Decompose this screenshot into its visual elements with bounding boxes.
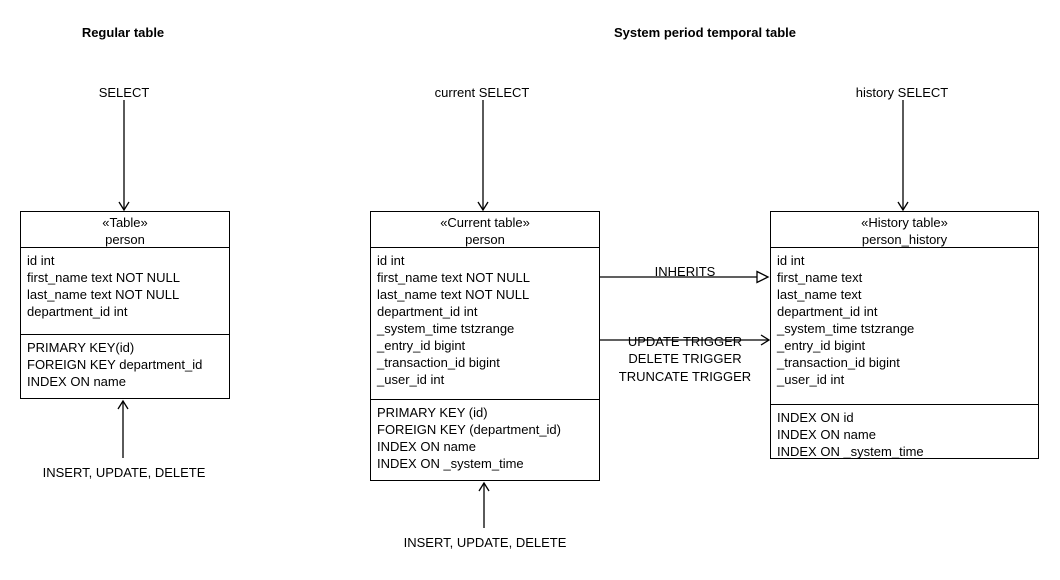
column-row: department_id int [377, 304, 478, 319]
constraint-row: INDEX ON name [777, 427, 876, 442]
current-table-constraints: PRIMARY KEY (id) FOREIGN KEY (department… [371, 399, 599, 477]
current-select-label: current SELECT [434, 85, 530, 100]
history-table-columns: id int first_name text last_name text de… [771, 248, 1038, 404]
column-row: last_name text [777, 287, 862, 302]
current-table-dml-label: INSERT, UPDATE, DELETE [403, 535, 567, 550]
regular-table-stereotype: «Table» [102, 215, 148, 230]
history-select-label: history SELECT [855, 85, 949, 100]
column-row: _entry_id bigint [377, 338, 466, 353]
regular-table-columns: id int first_name text NOT NULL last_nam… [21, 248, 229, 334]
column-row: _system_time tstzrange [377, 321, 515, 336]
constraint-row: INDEX ON id [777, 410, 854, 425]
regular-table-name: person [105, 232, 145, 247]
column-row: id int [27, 253, 55, 268]
select-label: SELECT [98, 85, 150, 100]
column-row: last_name text NOT NULL [27, 287, 180, 302]
column-row: _system_time tstzrange [777, 321, 915, 336]
column-row: _user_id int [377, 372, 445, 387]
column-row: first_name text NOT NULL [377, 270, 530, 285]
regular-table-header: «Table» person [21, 212, 229, 248]
column-row: _transaction_id bigint [777, 355, 900, 370]
column-row: id int [377, 253, 405, 268]
inherits-label: INHERITS [654, 264, 716, 279]
constraint-row: INDEX ON _system_time [777, 444, 924, 459]
current-table-name: person [465, 232, 505, 247]
column-row: _user_id int [777, 372, 845, 387]
constraint-row: FOREIGN KEY (department_id) [377, 422, 561, 437]
heading-system-period-temporal-table: System period temporal table [613, 25, 797, 40]
regular-table-box: «Table» person id int first_name text NO… [20, 211, 230, 399]
current-table-stereotype: «Current table» [440, 215, 530, 230]
column-row: _transaction_id bigint [377, 355, 500, 370]
current-table-columns: id int first_name text NOT NULL last_nam… [371, 248, 599, 399]
column-row: department_id int [27, 304, 128, 319]
update-trigger-label: UPDATE TRIGGER [627, 334, 743, 349]
column-row: first_name text [777, 270, 863, 285]
constraint-row: PRIMARY KEY(id) [27, 340, 135, 355]
constraint-row: INDEX ON name [27, 374, 126, 389]
column-row: department_id int [777, 304, 878, 319]
column-row: first_name text NOT NULL [27, 270, 180, 285]
history-table-header: «History table» person_history [771, 212, 1038, 248]
history-table-box: «History table» person_history id int fi… [770, 211, 1039, 459]
constraint-row: PRIMARY KEY (id) [377, 405, 488, 420]
history-table-name: person_history [861, 232, 948, 247]
regular-table-dml-label: INSERT, UPDATE, DELETE [42, 465, 206, 480]
column-row: id int [777, 253, 805, 268]
history-table-stereotype: «History table» [861, 215, 948, 230]
delete-trigger-label: DELETE TRIGGER [628, 351, 742, 366]
regular-table-constraints: PRIMARY KEY(id) FOREIGN KEY department_i… [21, 334, 229, 395]
current-table-header: «Current table» person [371, 212, 599, 248]
heading-regular-table: Regular table [81, 25, 165, 40]
history-table-constraints: INDEX ON id INDEX ON name INDEX ON _syst… [771, 404, 1038, 465]
truncate-trigger-label: TRUNCATE TRIGGER [618, 369, 752, 384]
constraint-row: FOREIGN KEY department_id [27, 357, 203, 372]
column-row: last_name text NOT NULL [377, 287, 530, 302]
constraint-row: INDEX ON _system_time [377, 456, 524, 471]
column-row: _entry_id bigint [777, 338, 866, 353]
current-table-box: «Current table» person id int first_name… [370, 211, 600, 481]
constraint-row: INDEX ON name [377, 439, 476, 454]
